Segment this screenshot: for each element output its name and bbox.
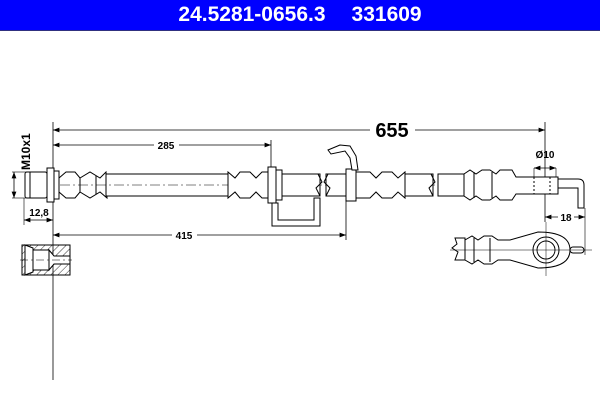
hose-segment-3 (404, 173, 465, 197)
hose-segment-2 (281, 173, 347, 197)
svg-text:285: 285 (158, 141, 175, 152)
svg-text:M10x1: M10x1 (19, 133, 33, 170)
dimension-offset: 18 (545, 208, 586, 255)
dimension-diameter: Ø10 (533, 150, 557, 177)
svg-text:12,8: 12,8 (29, 208, 49, 219)
bracket-fitting (227, 166, 321, 227)
svg-text:415: 415 (176, 231, 193, 242)
part-number: 24.5281-0656.3 (178, 3, 326, 26)
dimension-fitting: 12,8 (23, 198, 53, 225)
right-fitting-side (463, 169, 585, 209)
banjo-eye-top-view (450, 222, 592, 276)
section-detail (20, 244, 72, 276)
svg-text:Ø10: Ø10 (536, 150, 555, 161)
dimension-415: 415 (53, 190, 347, 242)
dimension-total-length: 655 (52, 118, 546, 380)
svg-text:18: 18 (560, 213, 572, 224)
reference-number: 331609 (351, 3, 422, 26)
dimension-285: 285 (53, 139, 272, 170)
title-bar: 24.5281-0656.3 331609 (0, 0, 600, 31)
clip-fitting (327, 144, 406, 202)
svg-text:655: 655 (375, 120, 408, 142)
